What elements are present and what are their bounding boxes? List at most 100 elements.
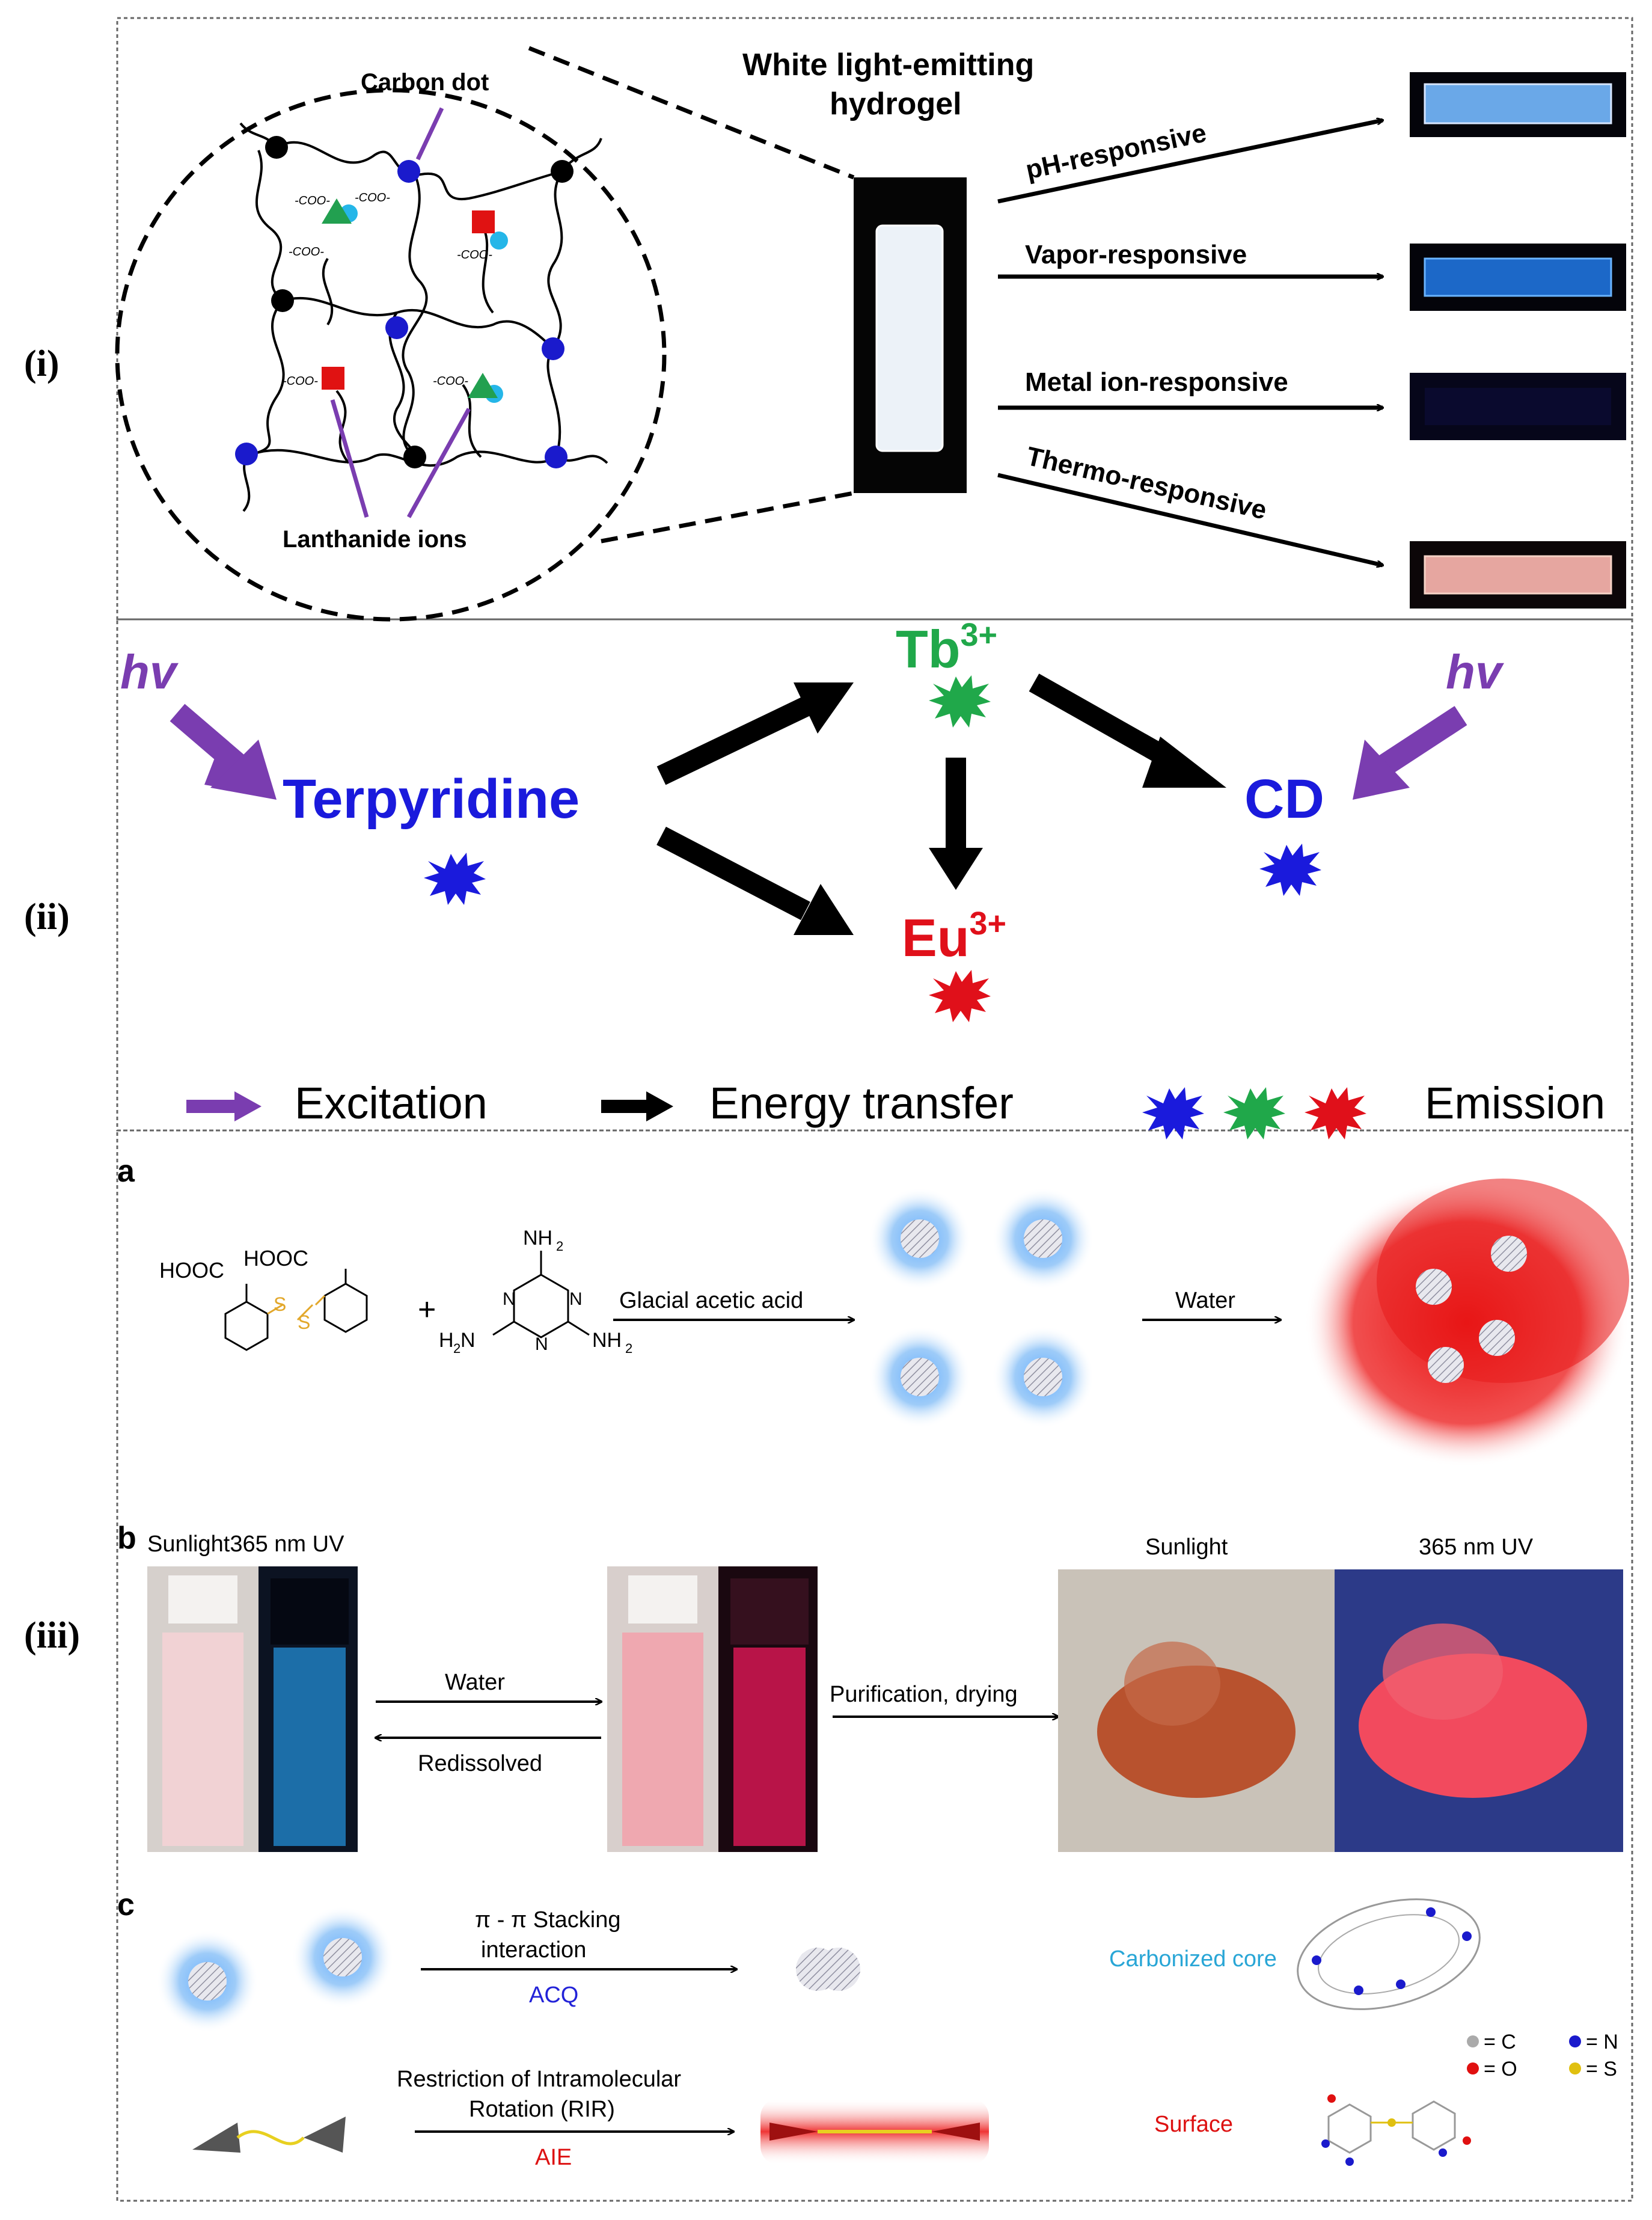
acq-stacked-dots xyxy=(796,1948,860,1991)
atom-legend-s: = S xyxy=(1586,2058,1617,2080)
legend-excitation: Excitation xyxy=(295,1078,488,1128)
lanthanide-label: Lanthanide ions xyxy=(283,526,467,553)
melamine-nh2-top: NH xyxy=(523,1227,552,1250)
vial-uv-red xyxy=(718,1566,818,1852)
excitation-arrow-left xyxy=(170,704,277,800)
hv-left-label: hv xyxy=(120,645,179,699)
panel-label-ii: (ii) xyxy=(24,897,70,937)
sunlight-label: Sunlight xyxy=(1145,1535,1228,1560)
uv-365-label: 365 nm UV xyxy=(1419,1535,1534,1560)
powder-sunlight-photo xyxy=(1058,1569,1335,1852)
pi-stacking-label-2: interaction xyxy=(481,1937,586,1963)
sub-label-a: a xyxy=(117,1154,135,1189)
metal-responsive-label: Metal ion-responsive xyxy=(1025,367,1288,397)
rir-start-molecule xyxy=(192,2117,346,2153)
sulfur-label-2: S xyxy=(298,1311,310,1333)
lanthanide-pointer-left xyxy=(330,399,369,518)
panel-label-i: (i) xyxy=(24,343,60,384)
eu-label: Eu3+ xyxy=(902,906,1006,967)
panel-ii-frame xyxy=(116,618,1633,1132)
carbonized-core-structure xyxy=(1297,1898,1481,2010)
blue-carbon-dots xyxy=(869,1188,1094,1428)
plus-sign: + xyxy=(418,1292,436,1327)
red-aggregate xyxy=(1305,1179,1629,1467)
rir-label-2: Rotation (RIR) xyxy=(469,2097,615,2122)
excitation-arrow-right xyxy=(1353,706,1467,800)
atom-legend-o: = O xyxy=(1484,2058,1517,2080)
eu-emission-icon xyxy=(929,970,991,1022)
panel-label-iii: (iii) xyxy=(24,1615,80,1656)
coo-label: -COO- xyxy=(433,375,468,388)
disulfide-molecule xyxy=(224,1269,368,1351)
svg-text:2: 2 xyxy=(556,1239,563,1254)
coo-label: -COO- xyxy=(283,375,318,388)
carbon-dot-pointer xyxy=(415,107,444,161)
coo-label: -COO- xyxy=(295,194,330,207)
metal-response-photo xyxy=(1410,373,1626,440)
acetic-acid-label: Glacial acetic acid xyxy=(619,1288,803,1313)
energy-transfer-arrows xyxy=(656,673,1226,935)
coo-label: -COO- xyxy=(289,245,324,259)
vial-sunlight-blue xyxy=(147,1566,259,1852)
coo-labels: -COO- -COO- -COO- -COO- -COO- -COO- xyxy=(283,191,492,388)
zoom-circle xyxy=(115,88,667,622)
ph-response-photo xyxy=(1410,72,1626,137)
ph-arrow xyxy=(997,120,1383,204)
surface-molecule xyxy=(1321,2094,1471,2166)
rir-label-1: Restriction of Intramolecular xyxy=(397,2067,681,2092)
acq-start-dots xyxy=(156,1906,394,2032)
legend-emission: Emission xyxy=(1425,1078,1605,1128)
sub-label-c: c xyxy=(117,1887,135,1922)
zoom-line-bottom xyxy=(601,491,854,544)
vial-sunlight-red xyxy=(607,1566,718,1852)
hv-right-label: hv xyxy=(1446,645,1505,699)
melamine-nh2-left: H xyxy=(439,1329,454,1352)
legend-energy-transfer: Energy transfer xyxy=(709,1078,1014,1128)
hydrogel-network-zoom: -COO- -COO- -COO- -COO- -COO- -COO- xyxy=(115,46,855,622)
svg-text:N: N xyxy=(569,1289,583,1309)
thermo-arrow xyxy=(997,473,1383,565)
redissolved-label: Redissolved xyxy=(418,1751,542,1776)
svg-text:N: N xyxy=(535,1334,548,1354)
carbon-dot-label: Carbon dot xyxy=(361,69,489,96)
terpyridine-label: Terpyridine xyxy=(283,768,580,830)
terpyridine-emission-icon xyxy=(424,853,486,905)
svg-text:2: 2 xyxy=(453,1341,460,1356)
svg-text:2: 2 xyxy=(625,1341,632,1356)
hydrogel-title-line1: White light-emitting xyxy=(742,48,1034,82)
panel-ii-legend: Excitation Energy transfer Emission xyxy=(186,1078,1605,1139)
svg-text:N: N xyxy=(460,1329,476,1352)
melamine-molecule: NH 2 H 2 N NH 2 N N N xyxy=(439,1227,632,1356)
vapor-response-photo xyxy=(1410,244,1626,311)
tb-emission-icon xyxy=(929,675,991,728)
sulfur-label-1: S xyxy=(274,1293,286,1315)
aie-label: AIE xyxy=(535,2145,572,2170)
aie-glow-molecule xyxy=(760,2099,989,2165)
vapor-responsive-label: Vapor-responsive xyxy=(1025,240,1247,269)
lanthanide-pointer-right xyxy=(406,408,471,518)
cd-label: CD xyxy=(1244,768,1324,830)
vial-uv-blue xyxy=(259,1566,358,1852)
water-b-label: Water xyxy=(445,1670,505,1695)
thermo-response-photo xyxy=(1410,541,1626,609)
thermo-responsive-label: Thermo-responsive xyxy=(1024,441,1270,526)
carbonized-core-label: Carbonized core xyxy=(1109,1946,1277,1972)
pi-stacking-label-1: π - π Stacking xyxy=(475,1907,621,1933)
melamine-nh2-right: NH xyxy=(592,1329,622,1352)
cooh-label-1: HOOC xyxy=(159,1258,224,1283)
panel-iii-frame xyxy=(116,1129,1633,2202)
hydrogel-title-line2: hydrogel xyxy=(830,87,962,121)
zoom-line-top xyxy=(528,46,855,180)
cd-emission-icon xyxy=(1259,844,1321,896)
coo-label: -COO- xyxy=(457,248,492,262)
tb-label: Tb3+ xyxy=(896,617,997,679)
atom-legend: = C = N = O = S xyxy=(1467,2031,1618,2080)
acq-label: ACQ xyxy=(529,1982,578,2008)
atom-legend-n: = N xyxy=(1586,2031,1618,2053)
atom-legend-c: = C xyxy=(1484,2031,1516,2053)
hydrogel-photo xyxy=(854,177,967,493)
sub-label-b: b xyxy=(117,1521,136,1556)
svg-text:N: N xyxy=(503,1289,516,1309)
surface-label: Surface xyxy=(1154,2112,1233,2137)
